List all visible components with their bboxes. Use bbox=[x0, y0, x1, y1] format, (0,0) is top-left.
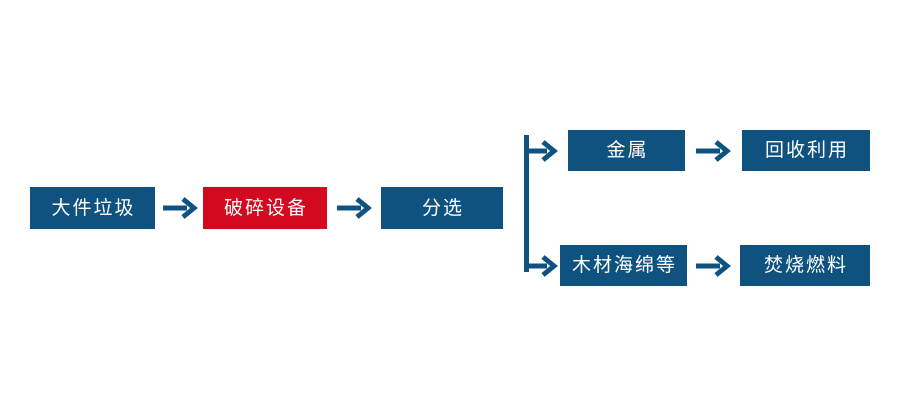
node-crushing-equipment[interactable]: 破碎设备 bbox=[203, 187, 327, 229]
split-bar-icon bbox=[524, 135, 529, 272]
node-bulky-waste[interactable]: 大件垃圾 bbox=[30, 187, 155, 229]
node-sorting-label: 分选 bbox=[421, 197, 464, 219]
arrow-right-icon-crusher-to-sorting bbox=[335, 195, 373, 221]
node-recycling-reuse[interactable]: 回收利用 bbox=[742, 130, 870, 171]
node-crushing-equipment-label: 破碎设备 bbox=[223, 197, 308, 219]
node-incineration-fuel[interactable]: 焚烧燃料 bbox=[740, 245, 870, 286]
node-bulky-waste-label: 大件垃圾 bbox=[51, 197, 136, 219]
arrow-right-icon-split-to-wood bbox=[528, 253, 559, 279]
arrow-right-icon-metal-to-recycle bbox=[694, 138, 732, 164]
node-recycling-reuse-label: 回收利用 bbox=[764, 140, 849, 161]
node-metal-label: 金属 bbox=[606, 140, 649, 161]
arrow-right-icon-split-to-metal bbox=[528, 138, 559, 164]
node-wood-sponge-etc[interactable]: 木材海绵等 bbox=[560, 245, 687, 286]
arrow-right-icon-wood-to-fuel bbox=[694, 253, 732, 279]
node-metal[interactable]: 金属 bbox=[568, 130, 685, 171]
arrow-right-icon-input-to-crusher bbox=[161, 195, 199, 221]
node-sorting[interactable]: 分选 bbox=[381, 187, 503, 229]
node-incineration-fuel-label: 焚烧燃料 bbox=[763, 255, 848, 276]
node-wood-sponge-etc-label: 木材海绵等 bbox=[571, 255, 677, 276]
